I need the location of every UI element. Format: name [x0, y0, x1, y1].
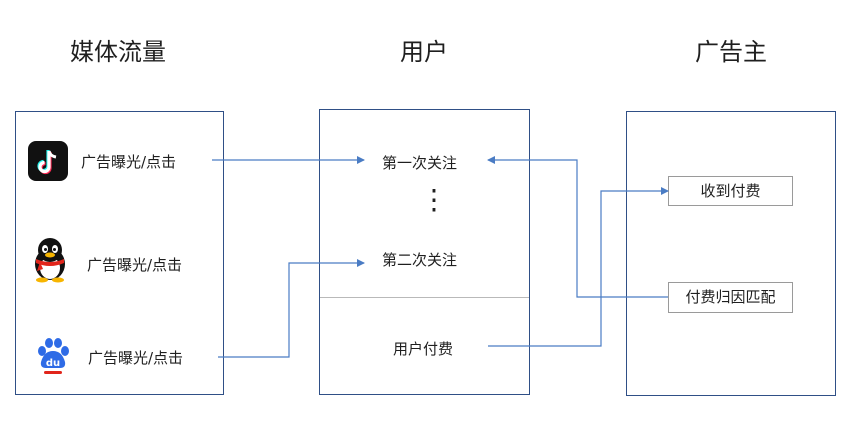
- ellipsis-dots: ⋮: [420, 183, 448, 216]
- arrow-attribution-to-first-follow: [487, 156, 668, 298]
- advertiser-heading: 广告主: [695, 38, 767, 66]
- media-item-label-baidu: 广告曝光/点击: [88, 349, 184, 367]
- media-item-label-douyin: 广告曝光/点击: [81, 153, 177, 171]
- user-heading: 用户: [400, 38, 448, 66]
- first-follow-label: 第一次关注: [382, 154, 458, 172]
- media-traffic-heading: 媒体流量: [70, 38, 166, 66]
- second-follow-label: 第二次关注: [382, 251, 458, 269]
- media-item-label-qq: 广告曝光/点击: [87, 256, 183, 274]
- payment-attribution-box: 付费归因匹配: [668, 282, 793, 313]
- douyin-icon: [28, 141, 68, 185]
- advertiser-panel: [626, 111, 836, 396]
- user-panel-divider: [320, 297, 529, 298]
- svg-text:du: du: [46, 358, 60, 369]
- receive-payment-box: 收到付费: [668, 176, 793, 206]
- arrow-payment-to-receive: [488, 187, 669, 347]
- user-payment-label: 用户付费: [393, 340, 454, 358]
- baidu-paw-icon: du: [35, 337, 71, 379]
- qq-penguin-icon: [31, 237, 69, 287]
- arrow-baidu-to-second-follow: [218, 259, 365, 358]
